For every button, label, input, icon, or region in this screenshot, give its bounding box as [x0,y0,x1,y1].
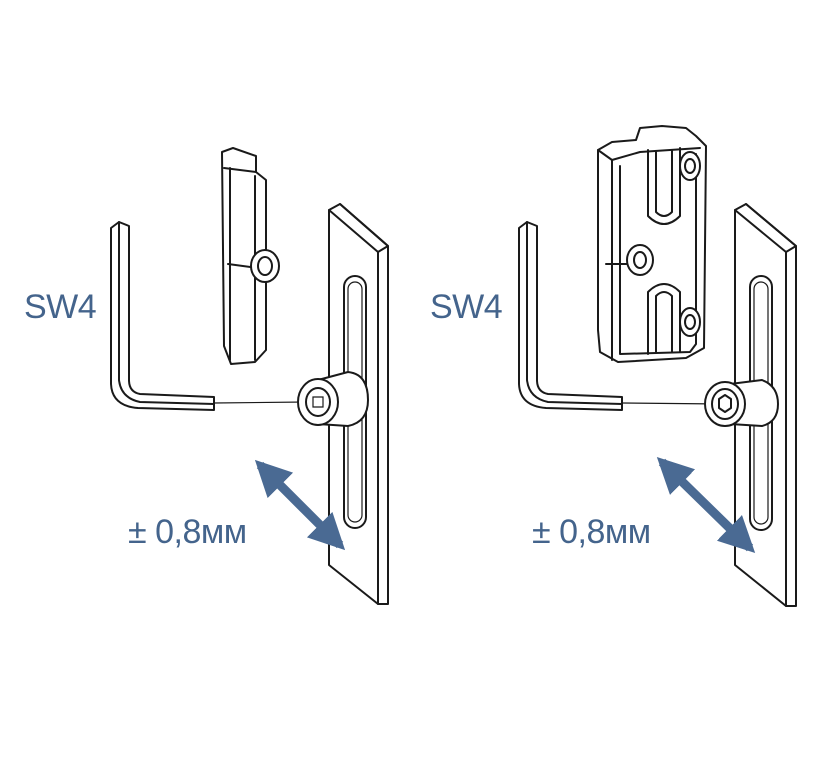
right-bolt-head [704,379,779,427]
left-hex-key [110,221,215,411]
right-tool-size-label: SW4 [430,288,503,326]
right-adjust-arrow [656,456,756,554]
right-keeper-block [597,125,707,363]
left-roller-pin [221,147,280,365]
left-eccentric-cam [297,371,369,427]
right-hex-key [518,221,623,411]
left-leader-line [213,401,307,404]
left-tool-size-label: SW4 [24,288,97,326]
left-assembly [110,147,389,605]
right-assembly [518,125,797,607]
right-adjustment-range-label: ± 0,8мм [532,513,651,551]
left-adjustment-range-label: ± 0,8мм [128,513,247,551]
left-adjust-arrow [254,459,346,551]
